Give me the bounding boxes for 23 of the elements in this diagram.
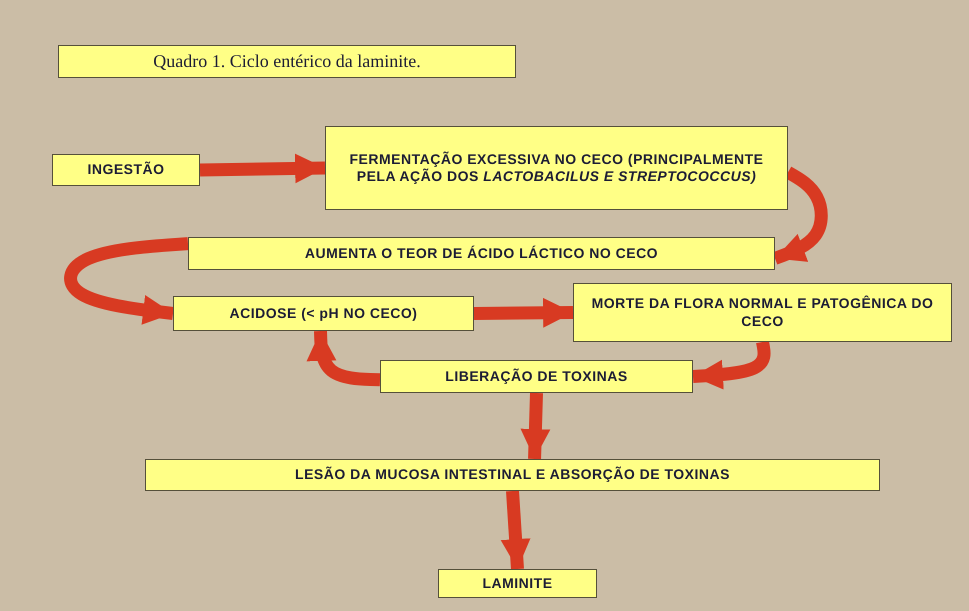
process-box	[173, 296, 474, 331]
process-box	[438, 569, 597, 598]
box-label: ACIDOSE (< pH NO CECO)	[230, 304, 418, 322]
process-box	[325, 126, 788, 210]
arrow	[500, 490, 530, 570]
process-box	[52, 154, 200, 186]
arrow	[474, 298, 574, 328]
box-label: LESÃO DA MUCOSA INTESTINAL E ABSORÇÃO DE TOXINAS	[295, 466, 730, 484]
arrow	[200, 154, 326, 184]
box-label: LAMINITE	[482, 574, 553, 592]
box-label: INGESTÃO	[87, 161, 165, 179]
process-box	[188, 237, 775, 270]
box-label: LIBERAÇÃO DE TOXINAS	[445, 368, 628, 386]
box-label: MORTE DA FLORA NORMAL E PATOGÊNICA DO CECO	[590, 295, 934, 330]
box-label: FERMENTAÇÃO EXCESSIVA NO CECO (PRINCIPALMENTE PELA AÇÃO DOS LACTOBACILUS E STREPTOCOCCUS)	[348, 150, 764, 186]
process-box	[380, 360, 693, 393]
arrow	[520, 392, 550, 460]
arrow	[692, 340, 771, 390]
box-label: AUMENTA O TEOR DE ÁCIDO LÁCTICO NO CECO	[304, 244, 658, 262]
arrow	[64, 237, 188, 325]
process-box	[145, 459, 880, 491]
process-box	[573, 283, 952, 342]
title-box: Quadro 1. Ciclo entérico da laminite.	[58, 45, 516, 78]
